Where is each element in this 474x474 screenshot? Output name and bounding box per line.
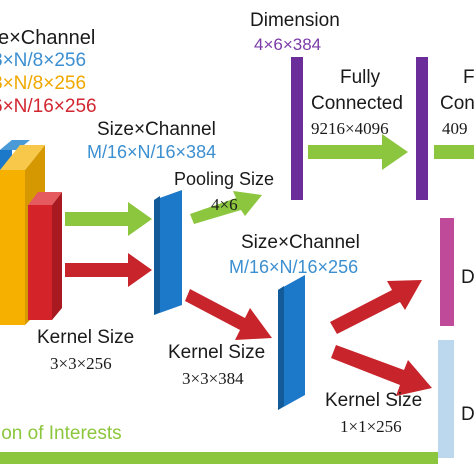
pink-bar (440, 218, 454, 326)
green-arrow-fc1-to-fc2 (308, 134, 408, 170)
red-arrow-stack-to-conv1 (65, 253, 152, 287)
kernel-size-label-3: Kernel Size (325, 390, 423, 411)
green-arrow-stack-to-conv1 (65, 202, 152, 236)
green-arrow-conv1-to-pool (190, 191, 262, 224)
conv-block-2-front (278, 275, 305, 410)
red-feature-map-front (28, 205, 52, 320)
right-d-label-2: D (461, 404, 474, 425)
red-arrow-conv1-to-conv2 (185, 289, 272, 340)
dimension-value: 4×6×384 (254, 35, 322, 54)
region-of-interests-label: ion of Interests (0, 423, 122, 444)
red-arrow-conv2-to-pink (330, 280, 422, 334)
dims-label-blue-1: 8×N/8×256 (0, 50, 87, 71)
red-feature-map-side (52, 192, 62, 320)
size-channel-label-2: Size×Channel (97, 119, 216, 140)
blue-feature-map-top (0, 140, 30, 150)
green-arrow-fc2-out (434, 145, 474, 159)
fc-bar-2 (416, 57, 428, 200)
green-roi-bar (0, 452, 438, 464)
orange-feature-map-front (0, 170, 25, 325)
red-arrow-conv2-to-lightblue (331, 345, 432, 396)
kernel-size-label-2: Kernel Size (168, 342, 266, 363)
fc-bar-1 (291, 57, 303, 200)
dims-label-blue-2: M/16×N/16×384 (87, 142, 217, 162)
dims-label-orange-1: 8×N/8×256 (0, 73, 87, 94)
kernel-size-value-1: 3×3×256 (50, 354, 112, 373)
conv-block-1-front (154, 190, 182, 315)
dims-label-red-1: 6×N/16×256 (0, 96, 97, 117)
red-arrows (65, 253, 432, 396)
size-channel-label-3: Size×Channel (241, 232, 360, 253)
pooling-size-label: Pooling Size (174, 169, 275, 189)
conv-block-2 (278, 275, 305, 410)
conv-block-2-side (278, 286, 284, 410)
kernel-size-label-1: Kernel Size (37, 327, 135, 348)
dims-label-blue-3: M/16×N/16×256 (229, 257, 359, 277)
fully-connected-label-1b: Connected (311, 93, 403, 114)
kernel-size-value-3: 1×1×256 (340, 417, 402, 436)
green-arrows (0, 134, 474, 464)
orange-feature-map-top (0, 145, 45, 170)
right-d-label-1: D (461, 267, 474, 288)
conv-block-1-side (154, 196, 160, 315)
pooling-size-value: 4×6 (211, 195, 238, 214)
red-feature-map-top (28, 192, 62, 205)
kernel-size-value-2: 3×3×384 (182, 369, 244, 388)
dimension-label: Dimension (250, 10, 340, 31)
conv-block-1 (154, 190, 182, 315)
input-feature-stack (0, 140, 62, 325)
size-channel-label-1: e×Channel (0, 27, 96, 49)
fc-value-2: 409 (442, 119, 468, 138)
fc-value-1: 9216×4096 (311, 119, 389, 138)
fully-connected-label-1a: Fully (340, 67, 381, 88)
lightblue-bar (438, 340, 454, 458)
fully-connected-label-2a: F (463, 67, 474, 88)
fully-connected-label-2b: Con (440, 93, 474, 114)
